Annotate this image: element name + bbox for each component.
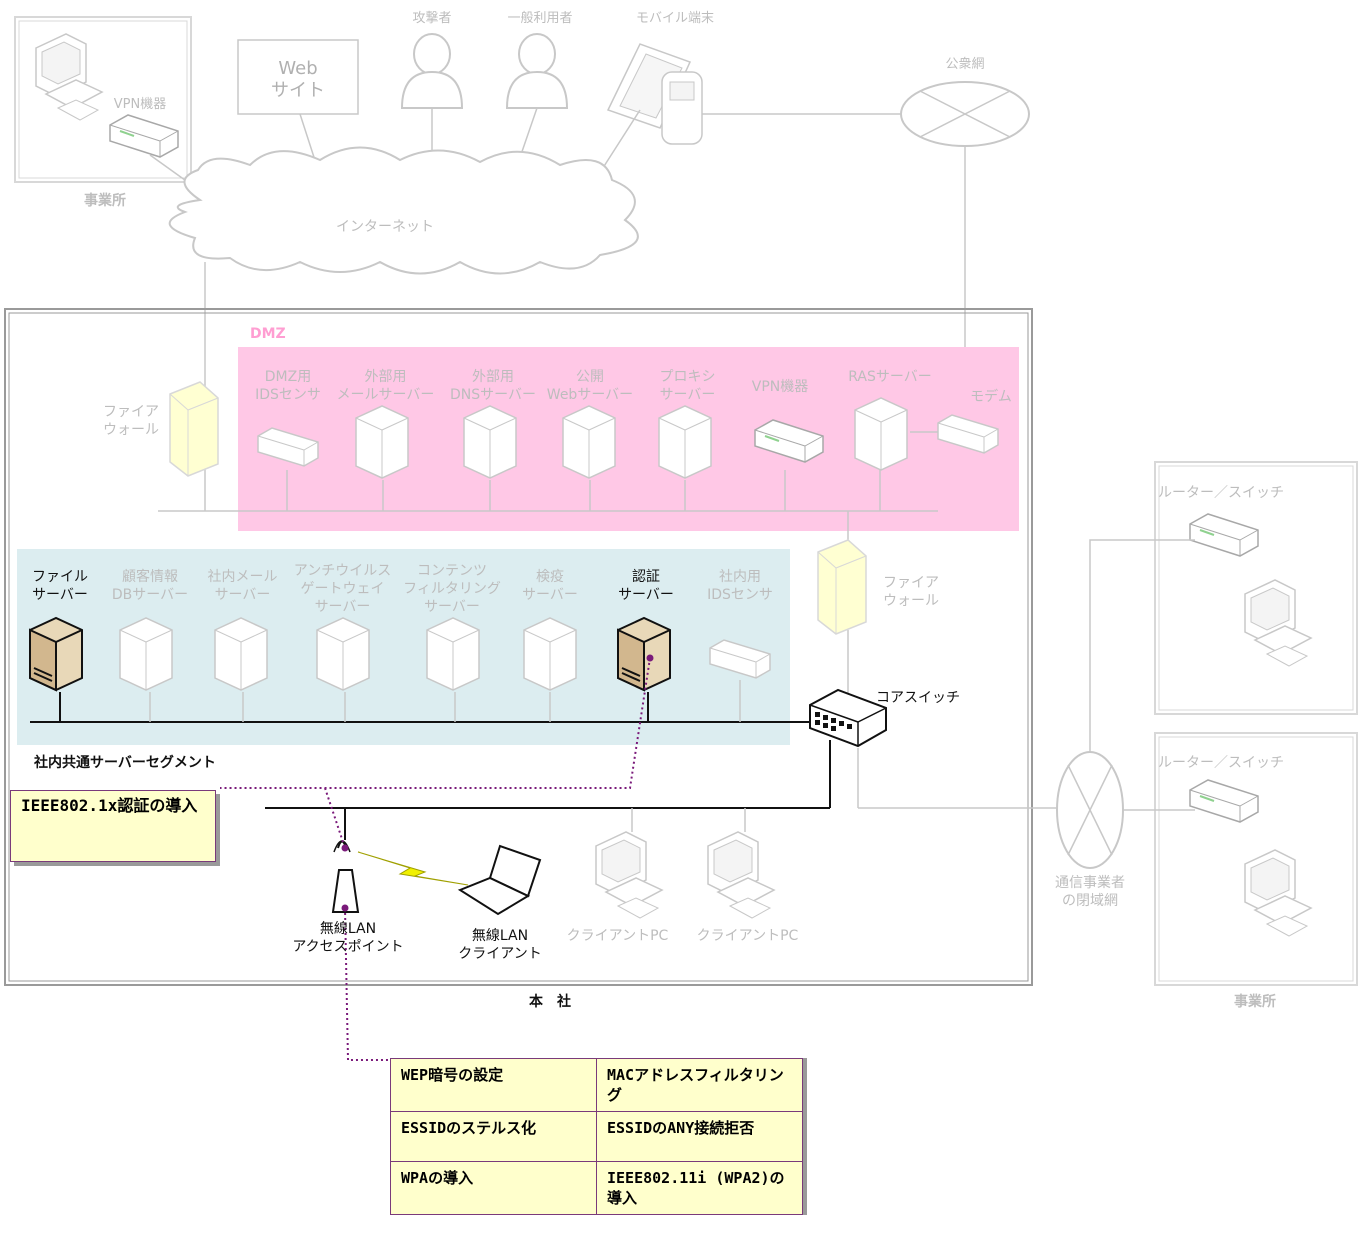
modem-label: モデム [958, 388, 1024, 406]
measure-cell: IEEE802.11i (WPA2)の導入 [597, 1162, 803, 1215]
quarantine-server-icon [524, 618, 576, 690]
antivirus-gateway-server-icon [317, 618, 369, 690]
internal-ids-sensor-label: 社内用 IDSセンサ [695, 568, 785, 604]
vpn-device-icon [110, 115, 178, 157]
attacker-label: 攻撃者 [392, 10, 472, 28]
dmz-vpn-device-label: VPN機器 [740, 378, 820, 396]
dmz-ids-sensor-label: DMZ用 IDSセンサ [243, 368, 333, 404]
router-switch-2-label: ルーター／スイッチ [1158, 754, 1308, 772]
table-row: WPAの導入 IEEE802.11i (WPA2)の導入 [391, 1162, 803, 1215]
dmz-title: DMZ [250, 325, 320, 343]
firewall2-icon [818, 540, 866, 634]
proxy-server-icon [659, 406, 711, 478]
internal-mail-server-icon [215, 618, 267, 690]
external-mail-server-icon [356, 406, 408, 478]
public-web-server-icon [563, 406, 615, 478]
wireless-client-laptop-icon [460, 846, 540, 914]
router-switch-1-label: ルーター／スイッチ [1158, 484, 1308, 502]
auth-server-icon [618, 618, 670, 690]
segment-label: 社内共通サーバーセグメント [34, 754, 274, 772]
mobile-terminal-label: モバイル端末 [620, 10, 730, 28]
firewall2-label: ファイア ウォール [876, 574, 946, 610]
office-pc-2-icon [1245, 580, 1311, 666]
external-dns-server-label: 外部用 DNSサーバー [443, 368, 543, 404]
external-mail-server-label: 外部用 メールサーバー [328, 368, 443, 404]
internet-cloud [170, 148, 638, 274]
ieee8021x-callout: IEEE802.1x認証の導入 [10, 790, 216, 862]
office-right-label: 事業所 [1210, 993, 1300, 1011]
internal-mail-server-label: 社内メール サーバー [195, 568, 290, 604]
vpn-device-label: VPN機器 [100, 96, 180, 114]
measure-cell: WEP暗号の設定 [391, 1059, 597, 1112]
router-switch-2-icon [1190, 780, 1258, 822]
core-switch-label: コアスイッチ [866, 689, 970, 707]
general-user-icon [507, 34, 567, 108]
public-network-icon [901, 82, 1029, 146]
customer-db-server-label: 顧客情報 DBサーバー [105, 568, 195, 604]
wireless-ap-label: 無線LAN アクセスポイント [278, 920, 418, 956]
office-pc-3-icon [1245, 850, 1311, 936]
client-pc-1-icon [596, 832, 662, 918]
public-network-label: 公衆網 [925, 56, 1005, 74]
internet-label: インターネット [320, 218, 450, 236]
website-label: Web サイト [238, 58, 358, 102]
measure-cell: WPAの導入 [391, 1162, 597, 1215]
measure-cell: ESSIDのANY接続拒否 [597, 1112, 803, 1162]
content-filtering-server-label: コンテンツ フィルタリング サーバー [392, 562, 512, 616]
client-pc-2-label: クライアントPC [690, 927, 805, 945]
firewall-label: ファイア ウォール [96, 403, 166, 439]
ras-server-label: RASサーバー [835, 368, 945, 386]
wireless-client-label: 無線LAN クライアント [445, 927, 555, 963]
client-pc-2-icon [708, 832, 774, 918]
antivirus-gateway-server-label: アンチウイルス ゲートウェイ サーバー [285, 562, 400, 616]
customer-db-server-icon [120, 618, 172, 690]
general-user-label: 一般利用者 [490, 10, 590, 28]
headquarters-label: 本 社 [500, 993, 600, 1011]
measure-cell: ESSIDのステルス化 [391, 1112, 597, 1162]
wireless-ap-icon [333, 841, 358, 912]
quarantine-server-label: 検疫 サーバー [505, 568, 595, 604]
table-row: ESSIDのステルス化 ESSIDのANY接続拒否 [391, 1112, 803, 1162]
proxy-server-label: プロキシ サーバー [645, 368, 730, 404]
ras-server-icon [855, 398, 907, 470]
file-server-label: ファイル サーバー [15, 568, 105, 604]
public-web-server-label: 公開 Webサーバー [540, 368, 640, 404]
firewall-icon [170, 382, 218, 476]
wireless-measures-table: WEP暗号の設定 MACアドレスフィルタリング ESSIDのステルス化 ESSI… [390, 1058, 803, 1215]
carrier-network-label: 通信事業者 の閉域網 [1040, 874, 1140, 910]
client-pc-1-label: クライアントPC [560, 927, 675, 945]
measure-cell: MACアドレスフィルタリング [597, 1059, 803, 1112]
mobile-terminal-icon [608, 44, 702, 144]
auth-server-label: 認証 サーバー [600, 568, 692, 604]
file-server-icon [30, 618, 82, 690]
attacker-icon [402, 34, 462, 108]
router-switch-1-icon [1190, 514, 1258, 556]
office-pc-icon [36, 34, 102, 120]
office-left-label: 事業所 [60, 192, 150, 210]
carrier-network-icon [1057, 752, 1123, 868]
content-filtering-server-icon [427, 618, 479, 690]
wireless-link-icon [358, 852, 468, 885]
external-dns-server-icon [464, 406, 516, 478]
table-row: WEP暗号の設定 MACアドレスフィルタリング [391, 1059, 803, 1112]
